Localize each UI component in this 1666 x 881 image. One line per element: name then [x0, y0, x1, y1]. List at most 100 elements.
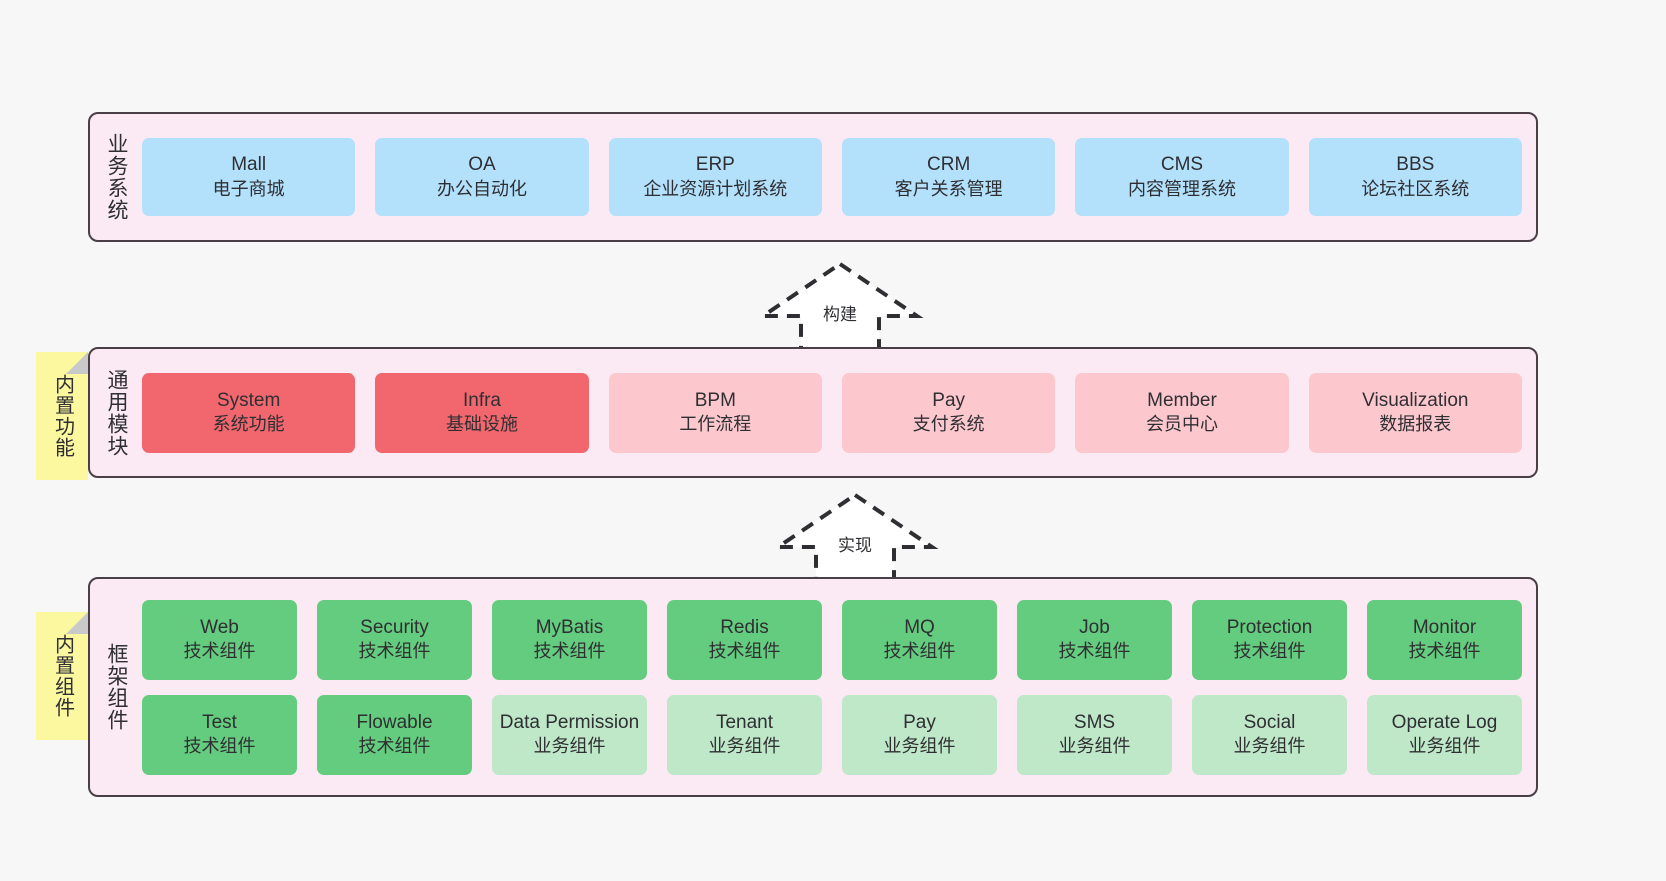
- node-title: Job: [1079, 616, 1110, 638]
- node-subtitle: 内容管理系统: [1127, 178, 1236, 199]
- node-title: OA: [468, 154, 496, 176]
- node-title: SMS: [1073, 711, 1116, 733]
- node-job[interactable]: Job 技术组件: [1017, 599, 1172, 680]
- node-subtitle: 支付系统: [912, 414, 985, 435]
- node-subtitle: 技术组件: [1408, 641, 1481, 662]
- node-bpm[interactable]: BPM 工作流程: [608, 372, 822, 453]
- node-sms[interactable]: SMS 业务组件: [1017, 694, 1172, 775]
- node-title: System: [216, 389, 281, 411]
- node-title: MQ: [904, 616, 935, 638]
- node-row: System 系统功能 Infra 基础设施 BPM 工作流程 Pay 支付系统…: [142, 372, 1522, 453]
- layer-title-framework-component: 框架组件: [105, 643, 129, 731]
- arrow-build: 构建: [745, 258, 935, 358]
- node-subtitle: 论坛社区系统: [1361, 178, 1470, 199]
- node-title: BBS: [1396, 154, 1435, 176]
- node-subtitle: 技术组件: [533, 641, 606, 662]
- layer-framework-component: 框架组件 Web 技术组件 Security 技术组件 MyBatis 技术组件…: [88, 577, 1538, 797]
- arrow-label-implement: 实现: [838, 536, 872, 555]
- node-title: BPM: [694, 389, 736, 411]
- node-subtitle: 办公自动化: [436, 178, 527, 199]
- node-crm[interactable]: CRM 客户关系管理: [841, 138, 1056, 216]
- node-title: Test: [202, 711, 237, 733]
- node-redis[interactable]: Redis 技术组件: [667, 599, 822, 680]
- node-web[interactable]: Web 技术组件: [142, 599, 297, 680]
- node-bbs[interactable]: BBS 论坛社区系统: [1308, 138, 1522, 216]
- node-pay[interactable]: Pay 支付系统: [841, 372, 1056, 453]
- node-title: Member: [1147, 389, 1217, 411]
- node-title: Data Permission: [499, 711, 640, 733]
- node-title: Redis: [720, 616, 769, 638]
- node-title: Social: [1243, 711, 1296, 733]
- node-oa[interactable]: OA 办公自动化: [375, 138, 589, 216]
- node-cms[interactable]: CMS 内容管理系统: [1075, 138, 1289, 216]
- node-subtitle: 数据报表: [1379, 414, 1452, 435]
- node-mq[interactable]: MQ 技术组件: [842, 599, 997, 680]
- layer-title-common-module: 通用模块: [105, 368, 129, 457]
- node-operate-log[interactable]: Operate Log 业务组件: [1367, 694, 1522, 775]
- node-subtitle: 技术组件: [1058, 641, 1131, 662]
- node-title: CRM: [927, 154, 971, 176]
- node-title: Web: [200, 616, 239, 638]
- node-member[interactable]: Member 会员中心: [1075, 372, 1289, 453]
- arrow-label-build: 构建: [823, 305, 857, 324]
- node-subtitle: 系统功能: [212, 414, 285, 435]
- node-subtitle: 基础设施: [445, 414, 518, 435]
- node-subtitle: 技术组件: [708, 641, 781, 662]
- node-subtitle: 业务组件: [1233, 736, 1306, 757]
- node-row: Test 技术组件 Flowable 技术组件 Data Permission …: [142, 694, 1522, 775]
- node-protection[interactable]: Protection 技术组件: [1192, 599, 1347, 680]
- sticky-note-builtin-component: 内置组件: [36, 612, 88, 740]
- node-subtitle: 技术组件: [358, 641, 431, 662]
- node-row: Web 技术组件 Security 技术组件 MyBatis 技术组件 Redi…: [142, 599, 1522, 680]
- node-title: Flowable: [356, 711, 433, 733]
- node-subtitle: 业务组件: [708, 736, 781, 757]
- node-system[interactable]: System 系统功能: [142, 372, 356, 453]
- layer-body-common-module: System 系统功能 Infra 基础设施 BPM 工作流程 Pay 支付系统…: [142, 349, 1536, 476]
- node-title: ERP: [695, 154, 735, 176]
- node-security[interactable]: Security 技术组件: [317, 599, 472, 680]
- node-monitor[interactable]: Monitor 技术组件: [1367, 599, 1522, 680]
- node-title: Security: [360, 616, 429, 638]
- node-subtitle: 业务组件: [1058, 736, 1131, 757]
- node-title: CMS: [1160, 154, 1204, 176]
- node-title: Monitor: [1412, 616, 1477, 638]
- node-mybatis[interactable]: MyBatis 技术组件: [492, 599, 647, 680]
- node-title: Pay: [932, 389, 966, 411]
- node-tenant[interactable]: Tenant 业务组件: [667, 694, 822, 775]
- node-subtitle: 企业资源计划系统: [643, 178, 788, 199]
- node-subtitle: 业务组件: [1408, 736, 1481, 757]
- node-title: Mall: [231, 154, 267, 176]
- node-subtitle: 技术组件: [883, 641, 956, 662]
- node-mall[interactable]: Mall 电子商城: [142, 138, 356, 216]
- node-pay-component[interactable]: Pay 业务组件: [842, 694, 997, 775]
- layer-title-business-system: 业务系统: [105, 133, 129, 221]
- node-infra[interactable]: Infra 基础设施: [375, 372, 589, 453]
- sticky-note-label: 内置组件: [51, 634, 74, 718]
- node-flowable[interactable]: Flowable 技术组件: [317, 694, 472, 775]
- node-subtitle: 电子商城: [212, 178, 285, 199]
- layer-body-business-system: Mall 电子商城 OA 办公自动化 ERP 企业资源计划系统 CRM 客户关系…: [142, 114, 1536, 240]
- node-social[interactable]: Social 业务组件: [1192, 694, 1347, 775]
- node-subtitle: 会员中心: [1145, 414, 1218, 435]
- node-erp[interactable]: ERP 企业资源计划系统: [608, 138, 822, 216]
- node-data-permission[interactable]: Data Permission 业务组件: [492, 694, 647, 775]
- node-title: MyBatis: [535, 616, 604, 638]
- node-test[interactable]: Test 技术组件: [142, 694, 297, 775]
- node-subtitle: 技术组件: [183, 641, 256, 662]
- node-subtitle: 技术组件: [358, 736, 431, 757]
- node-subtitle: 技术组件: [183, 736, 256, 757]
- layer-business-system: 业务系统 Mall 电子商城 OA 办公自动化 ERP 企业资源计划系统 CRM…: [88, 112, 1538, 242]
- layer-body-framework-component: Web 技术组件 Security 技术组件 MyBatis 技术组件 Redi…: [142, 579, 1536, 795]
- arrow-implement: 实现: [760, 489, 950, 589]
- node-title: Pay: [903, 711, 936, 733]
- node-title: Visualization: [1362, 389, 1469, 411]
- node-subtitle: 工作流程: [679, 414, 752, 435]
- node-title: Operate Log: [1391, 711, 1498, 733]
- node-visualization[interactable]: Visualization 数据报表: [1308, 372, 1522, 453]
- node-subtitle: 业务组件: [883, 736, 956, 757]
- node-title: Tenant: [715, 711, 774, 733]
- layer-common-module: 通用模块 System 系统功能 Infra 基础设施 BPM 工作流程 Pay…: [88, 347, 1538, 478]
- sticky-note-builtin-function: 内置功能: [36, 352, 88, 480]
- node-subtitle: 客户关系管理: [894, 178, 1003, 199]
